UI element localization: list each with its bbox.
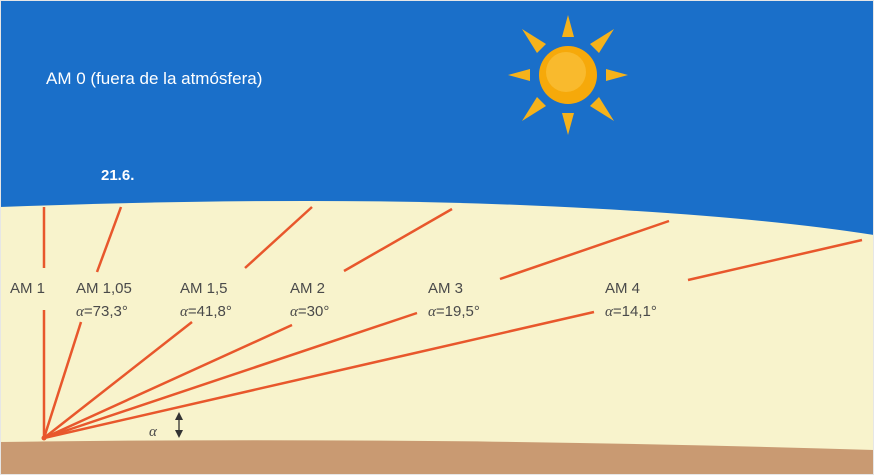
ground bbox=[0, 440, 874, 475]
angle-value: =19,5° bbox=[436, 303, 480, 320]
angle-value: =73,3° bbox=[84, 303, 128, 320]
observer-point bbox=[41, 435, 47, 441]
angle-value: =14,1° bbox=[613, 303, 657, 320]
alpha-symbol: α bbox=[180, 304, 189, 320]
angle-arrow-head-down bbox=[175, 430, 183, 438]
am0-label: AM 0 (fuera de la atmósfera) bbox=[46, 69, 262, 88]
alpha-symbol: α bbox=[290, 304, 299, 320]
sun-highlight bbox=[546, 52, 586, 92]
ray-am15 bbox=[43, 206, 313, 439]
atmosphere-layer bbox=[0, 200, 874, 475]
ray-am4 bbox=[43, 238, 863, 440]
ray-am105 bbox=[42, 206, 123, 439]
ray-angle-am2: α=30° bbox=[290, 303, 329, 320]
sun-icon bbox=[508, 15, 628, 135]
ray-am3 bbox=[43, 219, 670, 440]
ray-am2 bbox=[43, 207, 453, 440]
ray-label-am4: AM 4 bbox=[605, 280, 640, 297]
ray-label-am3: AM 3 bbox=[428, 280, 463, 297]
alpha-symbol: α bbox=[605, 304, 614, 320]
ray-angle-am3: α=19,5° bbox=[428, 303, 480, 320]
angle-value: =30° bbox=[298, 303, 329, 320]
ray-angle-am4: α=14,1° bbox=[605, 303, 657, 320]
ray-label-am15: AM 1,5 bbox=[180, 280, 228, 297]
ray-label-am1: AM 1 bbox=[10, 280, 45, 297]
sun-rays bbox=[508, 15, 628, 135]
ray-angle-am105: α=73,3° bbox=[76, 303, 128, 320]
alpha-symbol: α bbox=[76, 304, 85, 320]
angle-value: =41,8° bbox=[188, 303, 232, 320]
angle-arrow-head-up bbox=[175, 412, 183, 420]
figure-number: 21.6. bbox=[101, 167, 134, 184]
angle-marker: α bbox=[149, 412, 183, 440]
ray-label-am2: AM 2 bbox=[290, 280, 325, 297]
ray-label-am105: AM 1,05 bbox=[76, 280, 132, 297]
angle-alpha-label: α bbox=[149, 424, 158, 440]
ray-angle-am15: α=41,8° bbox=[180, 303, 232, 320]
alpha-symbol: α bbox=[428, 304, 437, 320]
